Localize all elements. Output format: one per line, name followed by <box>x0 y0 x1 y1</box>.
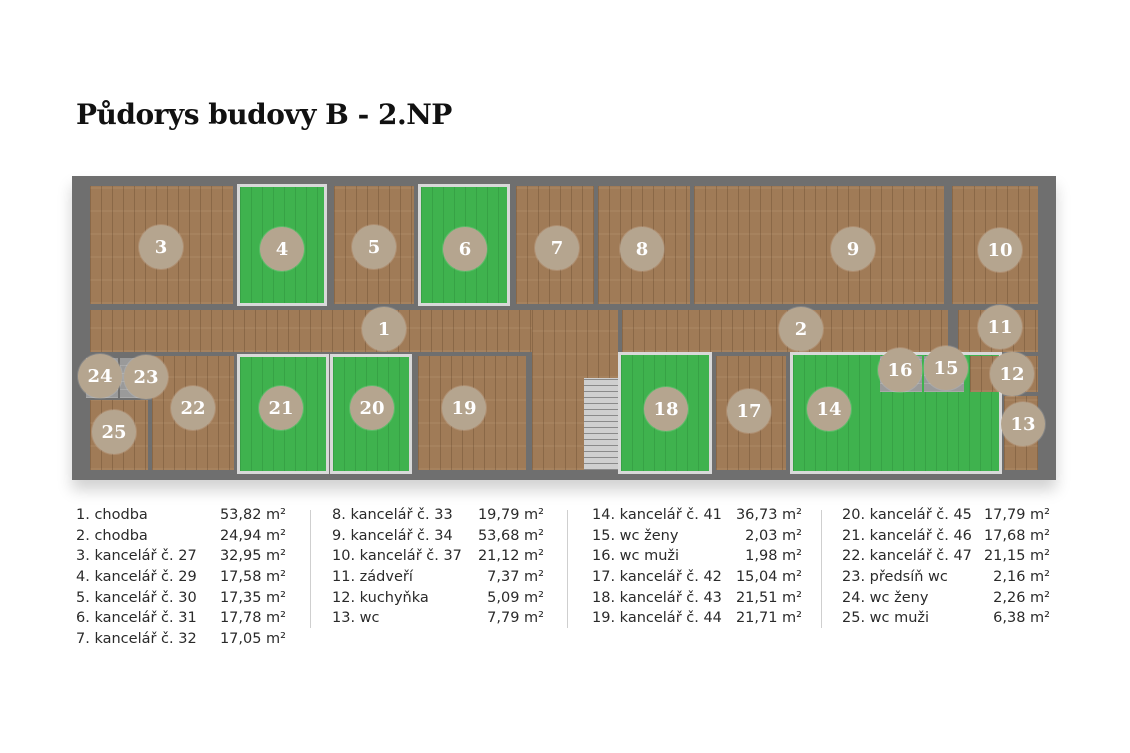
room-badge: 25 <box>92 410 136 454</box>
room-badge: 24 <box>78 354 122 398</box>
room-badge: 19 <box>442 386 486 430</box>
room-badge: 2 <box>779 307 823 351</box>
room-badge: 18 <box>644 387 688 431</box>
room-badge: 15 <box>924 346 968 390</box>
room-badge: 17 <box>727 389 771 433</box>
legend-divider <box>310 510 311 628</box>
room-badge: 20 <box>350 386 394 430</box>
room-badge: 21 <box>259 386 303 430</box>
legend-divider <box>821 510 822 628</box>
room-badge: 23 <box>124 355 168 399</box>
room-badge: 13 <box>1001 402 1045 446</box>
staircase <box>584 378 618 470</box>
room-badge: 9 <box>831 227 875 271</box>
room-1-corridor <box>90 310 618 352</box>
room-badge: 12 <box>990 352 1034 396</box>
room-badge: 3 <box>139 225 183 269</box>
page-title: Půdorys budovy B - 2.NP <box>76 98 452 131</box>
room-badge: 7 <box>535 226 579 270</box>
room-badge: 16 <box>878 348 922 392</box>
room-badge: 8 <box>620 227 664 271</box>
room-6 <box>418 184 510 306</box>
room-7 <box>516 186 594 304</box>
room-18 <box>618 352 712 474</box>
room-badge: 6 <box>443 227 487 271</box>
room-badge: 4 <box>260 227 304 271</box>
room-badge: 11 <box>978 305 1022 349</box>
room-9 <box>694 186 944 304</box>
floor-plan: 1 2 3 4 5 6 7 8 9 10 11 12 13 14 15 16 1… <box>72 176 1056 480</box>
room-4 <box>237 184 327 306</box>
room-21 <box>237 354 329 474</box>
room-badge: 14 <box>807 387 851 431</box>
room-badge: 1 <box>362 307 406 351</box>
room-badge: 10 <box>978 228 1022 272</box>
room-badge: 22 <box>171 386 215 430</box>
room-badge: 5 <box>352 225 396 269</box>
legend-divider <box>567 510 568 628</box>
